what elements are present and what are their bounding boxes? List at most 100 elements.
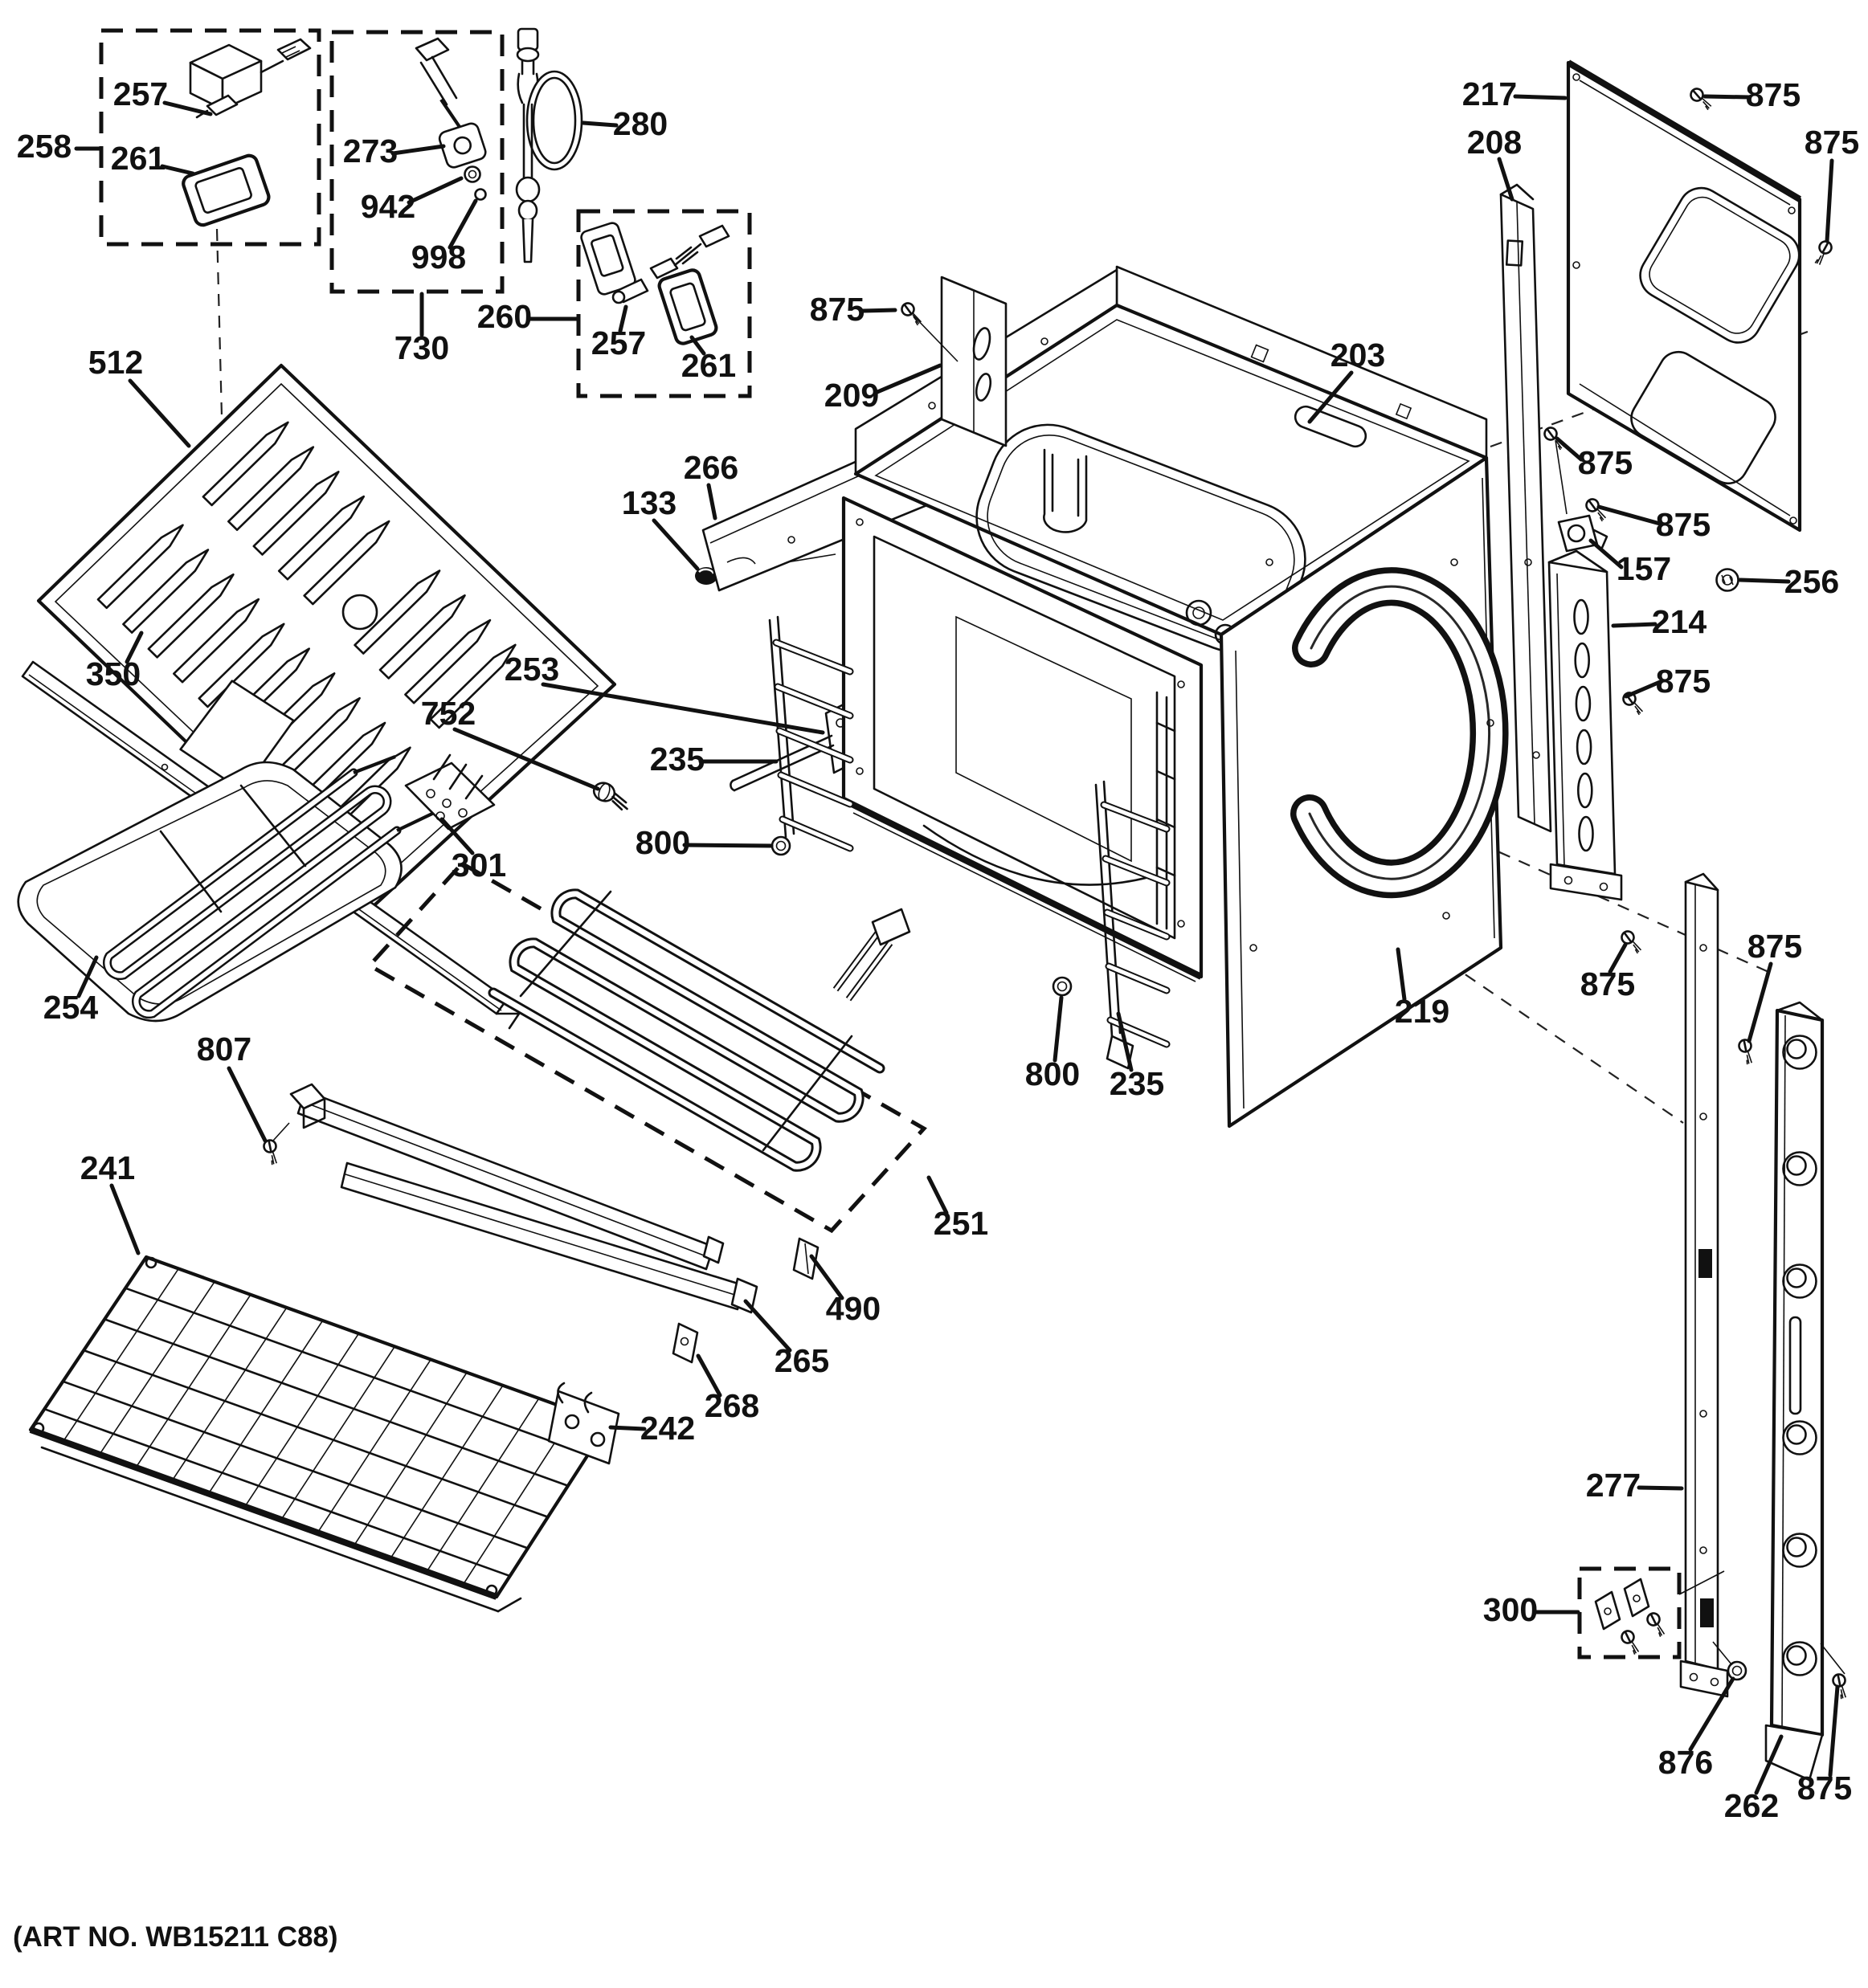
leader-280	[581, 120, 619, 128]
leader-219	[1396, 947, 1407, 1002]
leader-875-m2	[1747, 961, 1773, 1043]
part-callout-209: 209	[824, 377, 879, 414]
leader-265	[743, 1299, 792, 1353]
leader-752	[452, 727, 600, 791]
callout-leaders	[74, 94, 1840, 1795]
leader-875-r3	[1624, 680, 1662, 699]
terminal-block-301	[404, 753, 496, 831]
part-callout-208: 208	[1467, 124, 1522, 161]
hinge-rail-262	[1764, 1001, 1825, 1782]
leader-268	[696, 1353, 722, 1398]
part-callout-942: 942	[361, 188, 415, 225]
part-callout-219: 219	[1395, 993, 1449, 1030]
part-callout-875-door1: 875	[1746, 76, 1801, 113]
leader-875-door1	[1702, 94, 1752, 100]
part-callout-203: 203	[1330, 337, 1385, 374]
art-number: (ART NO. WB15211 C88)	[13, 1921, 338, 1953]
part-callout-301: 301	[452, 847, 506, 884]
leader-253	[541, 682, 825, 735]
leader-261-box260	[689, 335, 706, 356]
rack-ladder-235-upper	[768, 615, 854, 852]
leader-350	[125, 631, 144, 664]
part-callout-875-r3: 875	[1656, 663, 1711, 700]
electrode-box-730	[329, 30, 505, 294]
leader-208	[1497, 157, 1514, 202]
leader-254	[76, 955, 99, 998]
screw-752	[592, 782, 628, 811]
leader-251	[926, 1175, 949, 1215]
door-panel-217	[1566, 59, 1802, 533]
leader-876	[1688, 1676, 1735, 1752]
part-callout-253: 253	[505, 651, 559, 688]
part-callout-251: 251	[934, 1205, 988, 1242]
part-callout-875-m1: 875	[1580, 965, 1635, 1002]
leader-273	[390, 144, 446, 156]
part-callout-273: 273	[343, 133, 398, 169]
part-callout-261-box260: 261	[681, 347, 736, 384]
part-callout-490: 490	[826, 1290, 881, 1327]
leader-217	[1513, 94, 1568, 100]
grommet-256	[1715, 568, 1739, 592]
part-callout-730: 730	[394, 329, 449, 366]
part-callout-998: 998	[411, 239, 466, 276]
part-callout-875-door2: 875	[1805, 124, 1859, 161]
part-callout-280: 280	[613, 105, 668, 142]
leader-807	[227, 1066, 268, 1143]
part-callout-214: 214	[1652, 603, 1707, 640]
harness-connector	[276, 38, 312, 61]
leader-214	[1611, 622, 1657, 628]
nut-800-lower	[1052, 976, 1073, 997]
part-callout-133: 133	[622, 484, 676, 521]
control-module-box-258	[99, 28, 321, 247]
leader-800-lower	[1053, 995, 1064, 1063]
rail-265	[340, 1161, 758, 1314]
part-callout-268: 268	[705, 1387, 759, 1424]
leader-875-br	[1828, 1684, 1840, 1778]
part-callout-242: 242	[640, 1410, 695, 1447]
cover-261	[657, 268, 718, 345]
leader-235-lower	[1116, 1011, 1134, 1072]
part-callout-875-r2: 875	[1656, 506, 1711, 543]
screws-875	[897, 87, 1857, 1702]
leader-875-r1	[1555, 436, 1584, 462]
part-callout-300: 300	[1483, 1591, 1538, 1628]
leader-875-m1	[1608, 942, 1628, 974]
leader-157	[1588, 538, 1624, 569]
part-callout-235-upper: 235	[650, 741, 705, 778]
part-callout-807: 807	[197, 1031, 251, 1067]
part-callout-217: 217	[1462, 76, 1517, 112]
part-callout-254: 254	[43, 989, 99, 1026]
part-callout-235-lower: 235	[1110, 1065, 1164, 1102]
leader-800-upper	[682, 843, 774, 848]
side-rail-277	[1679, 872, 1729, 1698]
leader-203	[1307, 370, 1354, 424]
part-callout-875-br: 875	[1797, 1770, 1852, 1806]
washer-942	[464, 165, 481, 183]
part-callout-800-upper: 800	[636, 824, 690, 861]
clip-490	[792, 1237, 820, 1280]
leader-262	[1754, 1734, 1784, 1795]
leader-257-box260	[618, 304, 628, 333]
leader-512	[128, 378, 191, 448]
nut-800-upper	[770, 835, 791, 856]
part-callout-258: 258	[17, 128, 72, 165]
part-callout-350: 350	[86, 655, 141, 692]
nut-998	[474, 188, 487, 201]
leader-242	[608, 1425, 647, 1431]
part-callout-875-m2: 875	[1747, 928, 1802, 965]
part-callout-257-box260: 257	[591, 325, 646, 361]
leader-266	[706, 483, 717, 520]
leader-256	[1738, 578, 1791, 584]
vent-panel-512	[36, 363, 617, 916]
broil-element-254	[17, 753, 496, 1023]
clip-268	[672, 1322, 699, 1364]
vent-slot	[1294, 405, 1367, 448]
receptacle-box-260	[576, 209, 752, 398]
part-callout-277: 277	[1586, 1467, 1641, 1504]
part-callout-752: 752	[421, 695, 476, 732]
rack-slide-242	[547, 1382, 620, 1465]
leader-257-box258	[162, 100, 213, 116]
leader-261-box258	[160, 164, 195, 176]
